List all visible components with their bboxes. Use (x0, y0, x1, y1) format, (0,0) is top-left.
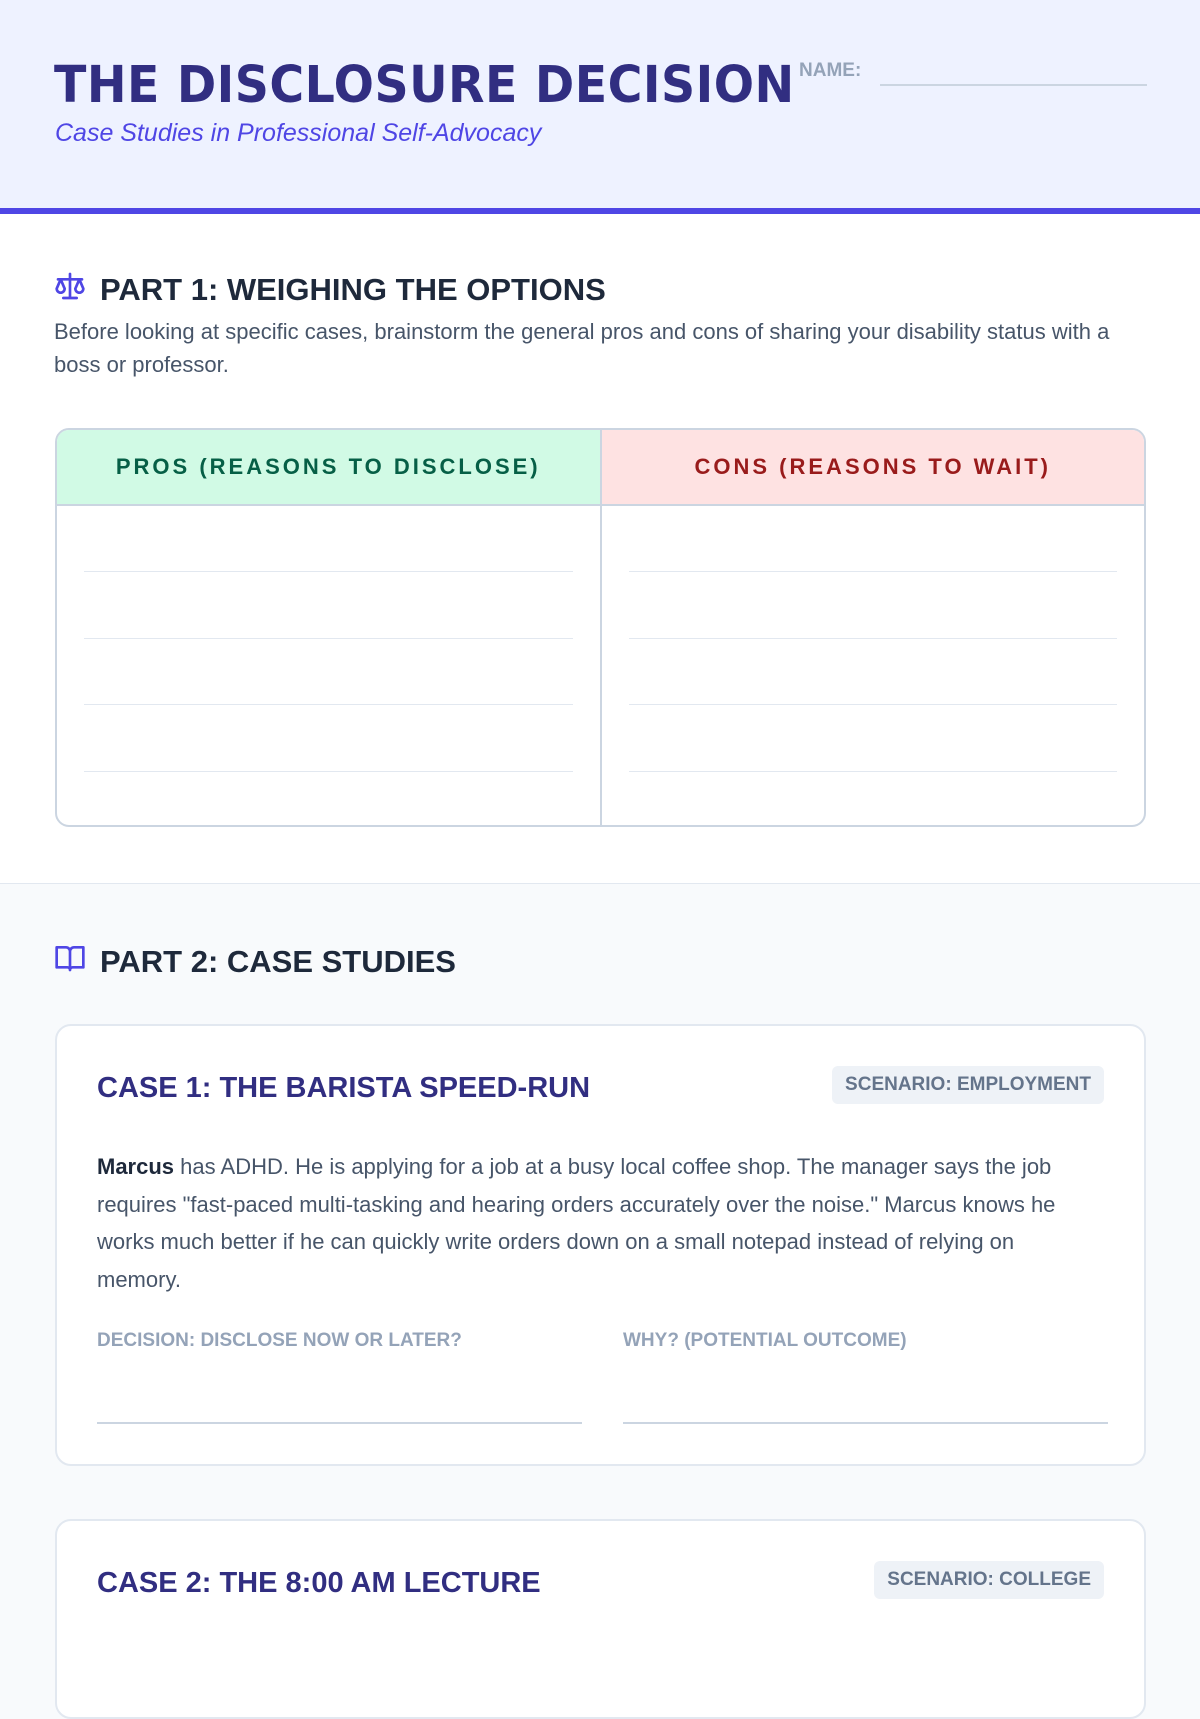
case-description: Marcus has ADHD. He is applying for a jo… (97, 1148, 1104, 1298)
cons-line[interactable] (628, 771, 1117, 772)
case-text: has ADHD. He is applying for a job at a … (97, 1154, 1056, 1292)
part1-description: Before looking at specific cases, brains… (54, 319, 1110, 377)
part2-heading-text: PART 2: CASE STUDIES (100, 944, 456, 979)
decision-field[interactable] (97, 1422, 582, 1424)
page-title: THE DISCLOSURE DECISION (54, 56, 795, 115)
part1-section: PART 1: WEIGHING THE OPTIONS Before look… (0, 214, 1200, 884)
book-icon (54, 942, 86, 982)
header: THE DISCLOSURE DECISION Case Studies in … (0, 0, 1200, 214)
case-card-2: CASE 2: THE 8:00 AM LECTURE SCENARIO: CO… (55, 1519, 1146, 1719)
cons-line[interactable] (628, 638, 1117, 639)
cons-line[interactable] (628, 704, 1117, 705)
why-field[interactable] (623, 1422, 1108, 1424)
name-label: NAME: (799, 60, 862, 81)
scenario-badge: SCENARIO: COLLEGE (874, 1561, 1104, 1599)
pros-line[interactable] (84, 704, 573, 705)
decision-label: DECISION: DISCLOSE NOW OR LATER? (97, 1330, 462, 1351)
name-field[interactable] (880, 84, 1147, 86)
part1-heading: PART 1: WEIGHING THE OPTIONS (54, 270, 606, 310)
scale-icon (54, 270, 86, 310)
why-label: WHY? (POTENTIAL OUTCOME) (623, 1330, 907, 1351)
pros-line[interactable] (84, 571, 573, 572)
cons-header: CONS (REASONS TO WAIT) (601, 430, 1144, 506)
pros-header: PROS (REASONS TO DISCLOSE) (57, 430, 600, 506)
case-title: CASE 1: THE BARISTA SPEED-RUN (97, 1072, 591, 1104)
case-person: Marcus (97, 1154, 175, 1179)
pros-line[interactable] (84, 771, 573, 772)
cons-line[interactable] (628, 571, 1117, 572)
part1-heading-text: PART 1: WEIGHING THE OPTIONS (100, 272, 606, 307)
part2-heading: PART 2: CASE STUDIES (54, 942, 456, 982)
case-title: CASE 2: THE 8:00 AM LECTURE (97, 1567, 541, 1599)
page-subtitle: Case Studies in Professional Self-Advoca… (55, 119, 542, 147)
cons-column: CONS (REASONS TO WAIT) (599, 430, 1144, 825)
scenario-badge: SCENARIO: EMPLOYMENT (832, 1066, 1104, 1104)
pros-column: PROS (REASONS TO DISCLOSE) (57, 430, 600, 825)
pros-line[interactable] (84, 638, 573, 639)
case-card-1: CASE 1: THE BARISTA SPEED-RUN SCENARIO: … (55, 1024, 1146, 1466)
pros-cons-table: PROS (REASONS TO DISCLOSE) CONS (REASONS… (55, 428, 1146, 827)
